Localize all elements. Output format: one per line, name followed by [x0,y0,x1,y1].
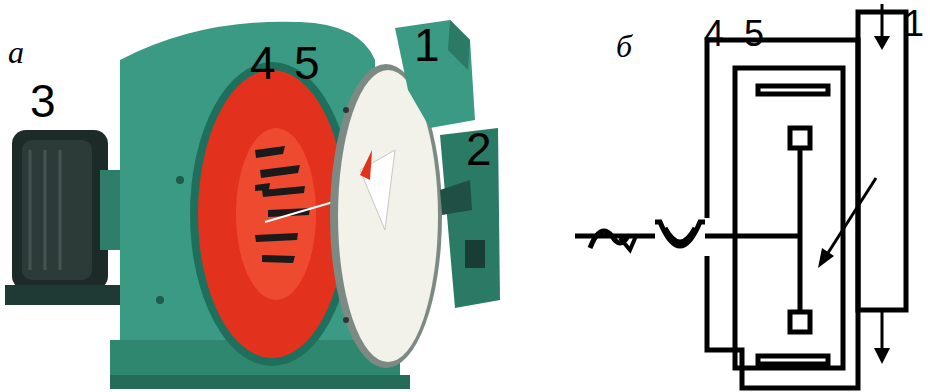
panel-letter: б [616,30,632,62]
callout-number: 5 [294,40,320,86]
callout-number: 3 [30,78,56,124]
feed-hopper [395,20,475,128]
panel-letter: а [8,36,24,68]
motor [5,130,130,305]
callout-number: 4 [704,16,724,52]
callout-number: 2 [466,126,492,172]
callout-number: 5 [744,16,764,52]
callout-number: 1 [414,22,440,68]
callout-number: 4 [250,40,276,86]
rotor-disc [190,62,354,366]
callout-number: 1 [904,6,924,42]
mill-schematic [575,4,906,388]
arrow-heads [818,36,890,364]
